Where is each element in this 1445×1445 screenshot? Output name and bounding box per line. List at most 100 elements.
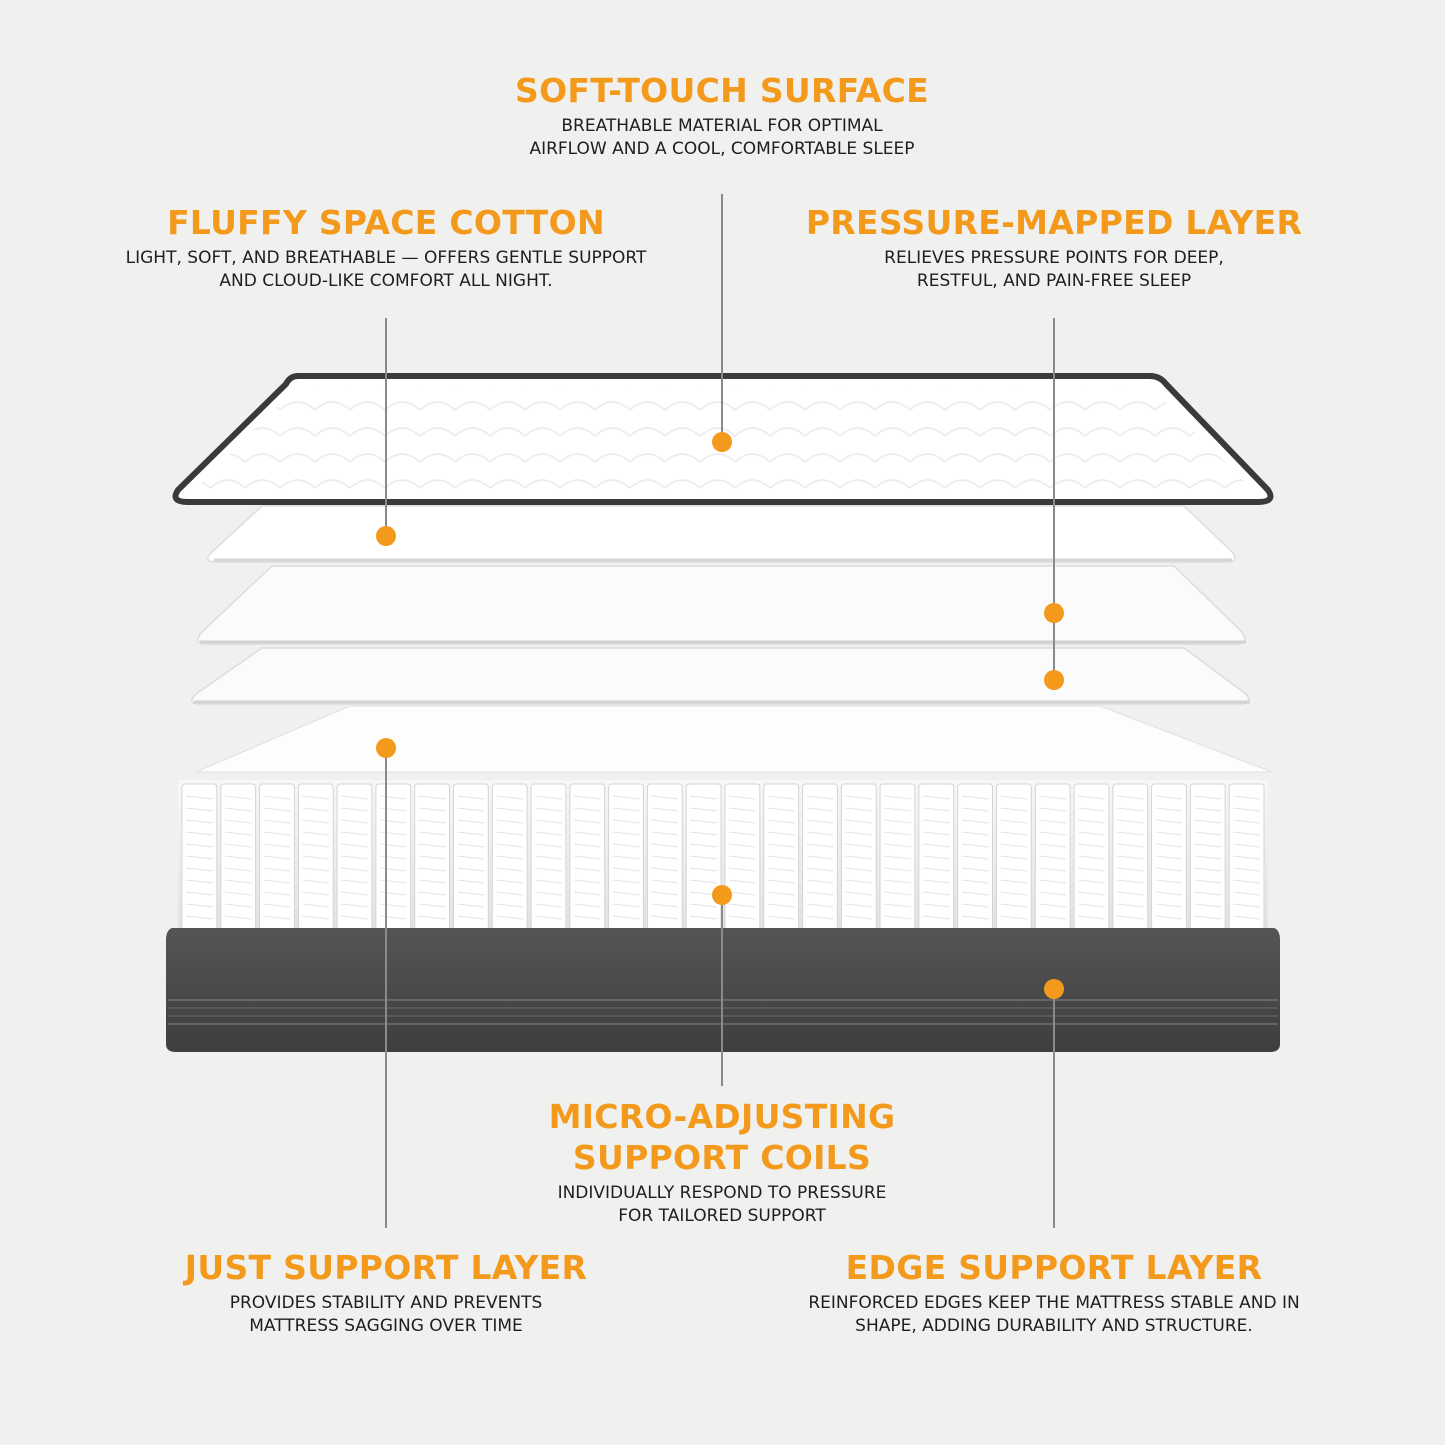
coil-stitch bbox=[728, 867, 756, 872]
coil-stitch bbox=[573, 831, 601, 836]
coil-stitch bbox=[496, 879, 524, 884]
coil-stitch bbox=[1155, 795, 1183, 800]
label-edge-support-layer: EDGE SUPPORT LAYER REINFORCED EDGES KEEP… bbox=[754, 1247, 1354, 1338]
coil-stitch bbox=[961, 843, 989, 848]
coil-stitch bbox=[185, 831, 213, 836]
coil-stitch bbox=[728, 903, 756, 908]
coil-stitch bbox=[341, 855, 368, 860]
coil-stitch bbox=[1000, 795, 1028, 800]
coil-stitch bbox=[690, 807, 718, 812]
coil-stitch bbox=[418, 795, 446, 800]
coil-stitch bbox=[1233, 855, 1261, 860]
coil-stitch bbox=[379, 843, 407, 848]
coil-stitch bbox=[651, 831, 679, 836]
coil-stitch bbox=[573, 879, 601, 884]
coil-stitch bbox=[1116, 867, 1144, 872]
coil-stitch bbox=[845, 843, 873, 848]
coil-stitch bbox=[1233, 867, 1261, 872]
coil-stitch bbox=[728, 915, 756, 920]
coil-stitch bbox=[302, 807, 330, 812]
coil-stitch bbox=[1116, 915, 1144, 920]
coil-stitch bbox=[1194, 855, 1222, 860]
coil-stitch bbox=[1116, 855, 1144, 860]
coil-stitch bbox=[806, 807, 834, 812]
coil-stitch bbox=[1078, 831, 1105, 836]
coil-stitch bbox=[1116, 891, 1144, 896]
coil-stitch bbox=[302, 819, 330, 824]
coil-stitch bbox=[457, 795, 485, 800]
coil-stitch bbox=[224, 891, 252, 896]
coil-stitch bbox=[341, 819, 368, 824]
coil-stitch bbox=[224, 867, 252, 872]
coil-stitch bbox=[961, 915, 989, 920]
coil-stitch bbox=[341, 879, 368, 884]
coil-stitch bbox=[1155, 879, 1183, 884]
coil-stitch bbox=[806, 795, 834, 800]
coil-stitch bbox=[1039, 843, 1067, 848]
fluffy-cotton-layer bbox=[207, 505, 1236, 563]
coil-stitch bbox=[457, 855, 485, 860]
coil-stitch bbox=[922, 843, 950, 848]
coil-stitch bbox=[1116, 831, 1144, 836]
coil-stitch bbox=[302, 831, 330, 836]
coil-stitch bbox=[1000, 867, 1028, 872]
coil-pocket bbox=[840, 783, 877, 931]
coil-stitch bbox=[263, 807, 291, 812]
coil-stitch bbox=[496, 891, 524, 896]
label-description-line-2: AND CLOUD-LIKE COMFORT ALL NIGHT. bbox=[219, 271, 553, 291]
coil-stitch bbox=[1000, 819, 1028, 824]
coil-stitch bbox=[263, 819, 291, 824]
coil-stitch bbox=[612, 867, 640, 872]
coil-stitch bbox=[806, 903, 834, 908]
pressure-mapped-layer-1 bbox=[197, 565, 1246, 645]
label-title-line-1: MICRO-ADJUSTING bbox=[548, 1097, 896, 1136]
coil-stitch bbox=[1233, 903, 1261, 908]
coil-stitch bbox=[418, 819, 446, 824]
coil-stitch bbox=[612, 855, 640, 860]
coil-stitch bbox=[418, 891, 446, 896]
coil-stitch bbox=[651, 867, 679, 872]
coil-stitch bbox=[379, 831, 407, 836]
coil-stitch bbox=[922, 879, 950, 884]
coil-stitch bbox=[612, 891, 640, 896]
coil-stitch bbox=[1078, 795, 1105, 800]
coil-stitch bbox=[302, 891, 330, 896]
coil-stitch bbox=[496, 915, 524, 920]
label-fluffy-space-cotton: FLUFFY SPACE COTTON LIGHT, SOFT, AND BRE… bbox=[86, 202, 686, 293]
coil-stitch bbox=[263, 879, 291, 884]
coil-stitch bbox=[612, 831, 640, 836]
coil-stitch bbox=[1000, 843, 1028, 848]
coil-stitch bbox=[185, 819, 213, 824]
coil-stitch bbox=[418, 915, 446, 920]
coil-stitch bbox=[1233, 879, 1261, 884]
coil-stitch bbox=[1194, 819, 1222, 824]
coil-stitch bbox=[535, 795, 562, 800]
coil-stitch bbox=[767, 879, 795, 884]
coil-stitch bbox=[612, 843, 640, 848]
coil-stitch bbox=[341, 843, 368, 848]
coil-stitch bbox=[1233, 915, 1261, 920]
coil-stitch bbox=[341, 867, 368, 872]
coil-stitch bbox=[767, 855, 795, 860]
coil-stitch bbox=[379, 795, 407, 800]
coil-stitch bbox=[341, 891, 368, 896]
coil-stitch bbox=[1155, 807, 1183, 812]
coil-stitch bbox=[302, 843, 330, 848]
coil-stitch bbox=[612, 915, 640, 920]
coil-stitch bbox=[535, 891, 562, 896]
coil-stitch bbox=[535, 855, 562, 860]
label-description-line-2: AIRFLOW AND A COOL, COMFORTABLE SLEEP bbox=[529, 139, 915, 159]
coil-stitch bbox=[651, 807, 679, 812]
label-title: JUST SUPPORT LAYER bbox=[184, 1248, 588, 1287]
coil-stitch bbox=[728, 879, 756, 884]
label-description-line-1: REINFORCED EDGES KEEP THE MATTRESS STABL… bbox=[808, 1293, 1300, 1313]
coil-stitch bbox=[535, 867, 562, 872]
coil-stitch bbox=[1116, 879, 1144, 884]
coil-stitch bbox=[302, 867, 330, 872]
coil-stitch bbox=[728, 819, 756, 824]
marker-dot-pressure-mapped-1 bbox=[1044, 603, 1064, 623]
coil-stitch bbox=[728, 843, 756, 848]
coil-stitch bbox=[573, 855, 601, 860]
coil-stitch bbox=[1155, 915, 1183, 920]
coil-stitch bbox=[1039, 819, 1067, 824]
